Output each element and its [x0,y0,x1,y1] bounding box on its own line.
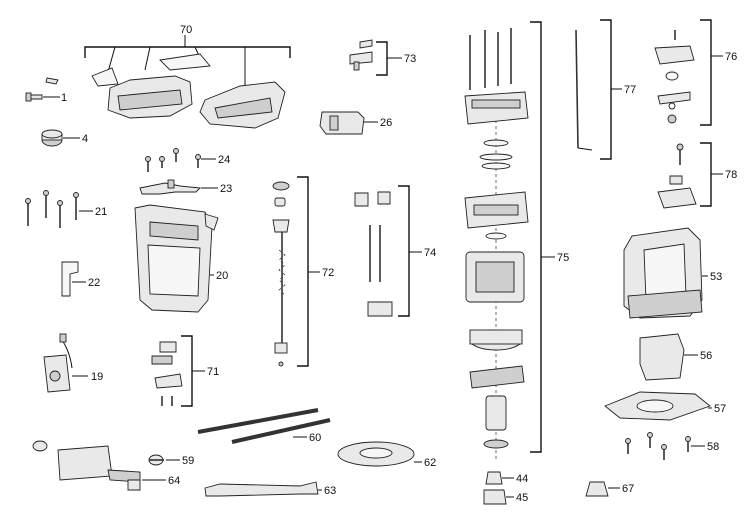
part-59-knob: 59 [32,440,194,467]
part-44-collet: 44 [485,471,528,485]
part-71-lock-set: 71 [151,335,219,407]
part-67-cap: 67 [585,481,634,497]
part-74-brush-set: 74 [354,185,436,317]
part-45-collet-nut: 45 [483,489,528,505]
part-77-wrench: 77 [575,19,636,160]
callout-26: 26 [380,117,392,129]
callout-4: 4 [82,133,88,145]
callout-64: 64 [168,475,180,487]
callout-78: 78 [725,169,737,181]
part-57-base-plate: 57 [604,391,726,421]
callout-1: 1 [61,92,67,104]
callout-67: 67 [622,483,634,495]
callout-20: 22 [88,277,100,289]
callout-73: 73 [404,53,416,65]
callout-72: 72 [322,267,334,279]
part-72-depth-shaft: 72 [272,176,334,367]
part-21-screws: 21 [25,190,107,228]
callout-44: 44 [516,473,528,485]
callout-71: 71 [207,366,219,378]
callout-74: 74 [424,247,436,259]
part-75-armature-assembly: 75 [464,21,569,460]
part-62-subbase: 62 [337,441,436,469]
callout-57: 57 [714,403,726,415]
part-76-lever-set: 76 [654,19,737,126]
callout-45: 45 [516,492,528,504]
callout-56: 56 [700,350,712,362]
part-58-screws: 58 [625,432,719,460]
callout-77: 77 [624,84,636,96]
callout-60: 60 [309,432,321,444]
part-70-housing: 70 [84,24,291,129]
part-24-screws: 24 [145,148,230,172]
part-26-switch: 26 [319,111,392,135]
part-53-router-base: 53 [623,227,722,319]
callout-24: 24 [218,154,230,166]
callout-62: 62 [424,457,436,469]
callout-22: 20 [216,270,228,282]
callout-23: 23 [220,183,232,195]
part-1-screw: 1 [25,77,67,104]
callout-75: 75 [557,252,569,264]
callout-53: 53 [710,271,722,283]
part-63-wrench: 63 [204,481,336,497]
part-64-edge-guide: 64 [57,445,180,491]
callout-58: 58 [707,441,719,453]
part-22-motor-housing: 20 [134,204,228,313]
part-60-guide-rods: 60 [197,408,331,444]
part-73-switch-clip: 73 [349,39,416,76]
part-20-label-plate: 22 [61,261,100,297]
callout-19: 19 [91,371,103,383]
callout-63: 63 [324,485,336,497]
callout-59: 59 [182,455,194,467]
part-4-thumbwheel: 4 [41,129,88,147]
callout-76: 76 [725,51,737,63]
part-19-switch-module: 19 [43,333,103,393]
part-23-spring: 23 [139,179,232,195]
part-56-dust-shroud: 56 [639,333,712,381]
callout-21: 21 [95,206,107,218]
part-78-lock-lever: 78 [657,142,737,209]
callout-70: 70 [180,24,192,36]
